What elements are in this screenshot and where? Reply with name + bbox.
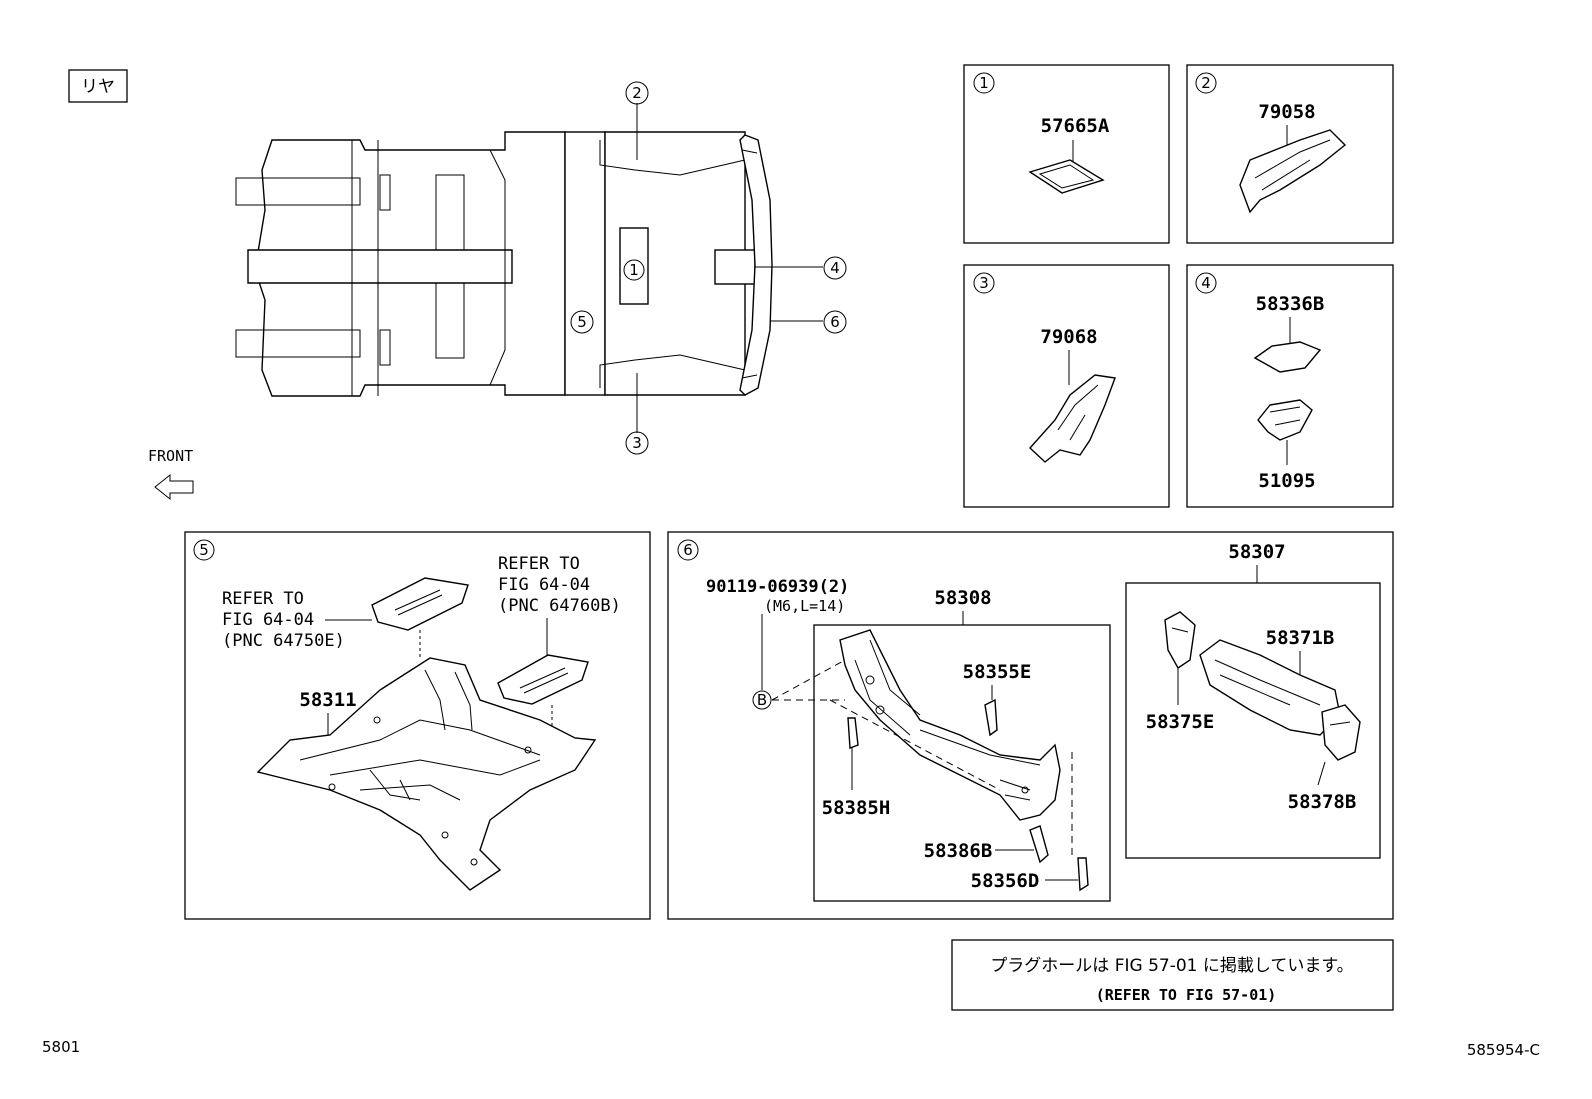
part-79058: 79058 xyxy=(1258,101,1315,123)
ref-right-line2: FIG 64-04 xyxy=(498,575,590,595)
footer-left-code: 5801 xyxy=(42,1038,80,1056)
svg-text:4: 4 xyxy=(1201,274,1211,292)
detail-box-4: 4 58336B 51095 xyxy=(1186,264,1394,508)
ref-left-line2: FIG 64-04 xyxy=(222,610,314,630)
assy-58307: 58307 xyxy=(1228,541,1285,563)
svg-text:4: 4 xyxy=(830,259,840,277)
footer-right-code: 585954-C xyxy=(1467,1041,1540,1059)
note-box: プラグホールは FIG 57-01 に掲載しています。 (REFER TO FI… xyxy=(951,939,1394,1011)
overview-callout-6: 6 xyxy=(823,310,847,334)
bolt-spec: (M6,L=14) xyxy=(764,597,845,615)
underbody-overview: 2 3 1 5 4 6 xyxy=(235,81,847,455)
part-58336B: 58336B xyxy=(1256,293,1325,315)
bolt-part-number: 90119-06939(2) xyxy=(706,577,849,597)
svg-text:2: 2 xyxy=(1201,74,1211,92)
overview-callout-5: 5 xyxy=(570,310,594,334)
detail-box-6: 6 90119-06939(2) (M6,L=14) B 58308 58355… xyxy=(667,531,1394,920)
svg-text:5: 5 xyxy=(577,313,587,331)
part-58356D: 58356D xyxy=(971,870,1040,892)
part-58375E: 58375E xyxy=(1146,711,1215,733)
svg-text:3: 3 xyxy=(632,434,642,452)
part-58355E: 58355E xyxy=(963,661,1032,683)
note-english: (REFER TO FIG 57-01) xyxy=(1096,986,1277,1004)
part-58385H: 58385H xyxy=(822,797,891,819)
rear-tag-label: リヤ xyxy=(81,77,115,97)
ref-right-line3: (PNC 64760B) xyxy=(498,596,621,616)
detail-box-5: 5 REFER TO FIG 64-04 (PNC 64750E) REFER … xyxy=(184,531,651,920)
front-arrow-icon xyxy=(154,473,194,501)
part-51095: 51095 xyxy=(1258,470,1315,492)
detail-box-2: 2 79058 xyxy=(1186,64,1394,244)
ref-left-line1: REFER TO xyxy=(222,589,304,609)
part-79068: 79068 xyxy=(1040,326,1097,348)
detail-box-1: 1 57665A xyxy=(963,64,1170,244)
part-58386B: 58386B xyxy=(924,840,993,862)
detail-box-3: 3 79068 xyxy=(963,264,1170,508)
overview-callout-2: 2 xyxy=(625,81,649,105)
svg-text:6: 6 xyxy=(830,313,840,331)
assy-58308: 58308 xyxy=(934,587,991,609)
front-direction-indicator: FRONT xyxy=(148,447,194,501)
ref-mark-b-label: B xyxy=(757,691,767,709)
rear-tag: リヤ xyxy=(68,69,128,103)
ref-right-line1: REFER TO xyxy=(498,554,580,574)
overview-callout-3: 3 xyxy=(625,431,649,455)
front-label: FRONT xyxy=(148,447,193,465)
part-58371B: 58371B xyxy=(1266,627,1335,649)
svg-text:6: 6 xyxy=(683,541,693,559)
ref-mark-b: B xyxy=(752,690,772,710)
svg-text:1: 1 xyxy=(979,74,989,92)
svg-text:3: 3 xyxy=(979,274,989,292)
part-58378B: 58378B xyxy=(1288,791,1357,813)
ref-left-line3: (PNC 64750E) xyxy=(222,631,345,651)
overview-callout-4: 4 xyxy=(823,256,847,280)
part-57665A: 57665A xyxy=(1041,115,1110,137)
overview-callout-1: 1 xyxy=(623,259,645,281)
part-58311: 58311 xyxy=(299,689,356,711)
svg-text:1: 1 xyxy=(629,261,639,279)
svg-text:5: 5 xyxy=(199,541,209,559)
note-japanese: プラグホールは FIG 57-01 に掲載しています。 xyxy=(990,956,1353,976)
svg-text:2: 2 xyxy=(632,84,642,102)
